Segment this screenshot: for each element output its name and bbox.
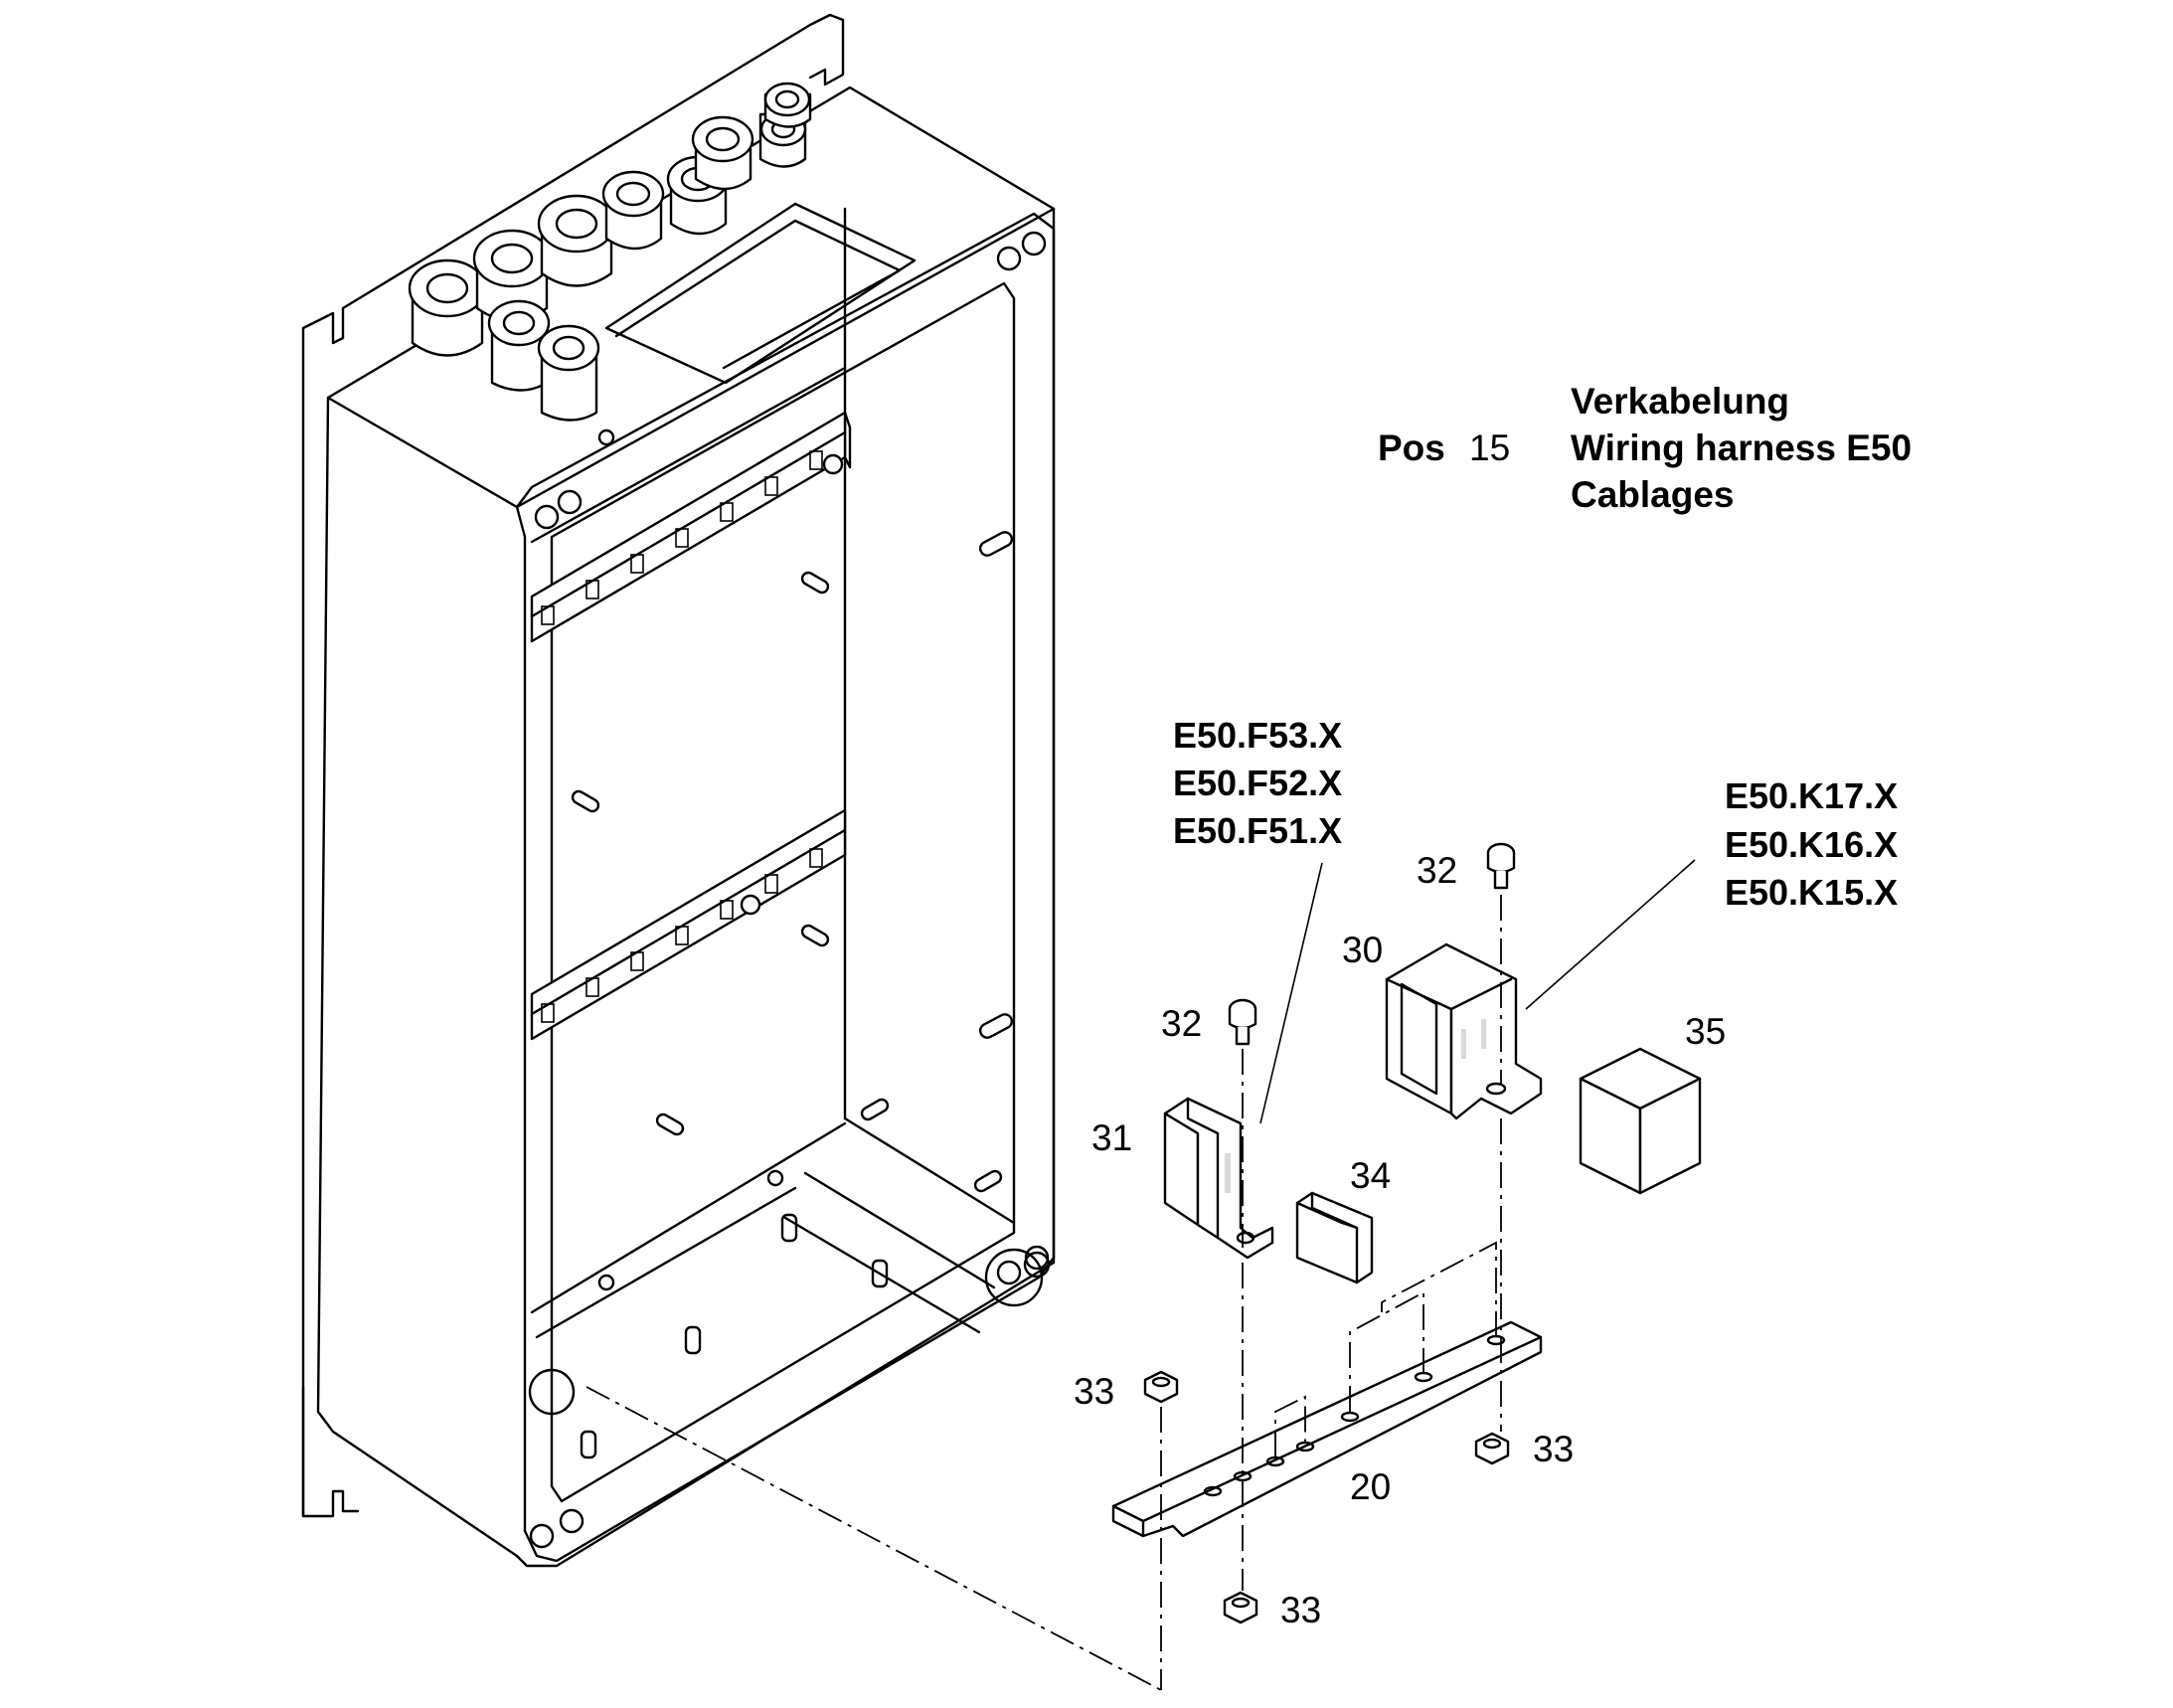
fuse-label-f52: E50.F52.X	[1173, 763, 1342, 803]
callout-32-right: 32	[1417, 850, 1457, 891]
enclosure-housing	[301, 13, 1056, 1568]
relay-cube-35	[1579, 1047, 1702, 1195]
callout-33-right: 33	[1533, 1429, 1574, 1469]
relay-label-k15: E50.K15.X	[1725, 872, 1898, 913]
callout-33-left: 33	[1074, 1371, 1114, 1412]
callout-30: 30	[1342, 930, 1383, 970]
fuse-holder-31	[1163, 1097, 1274, 1260]
pos-label: Pos	[1378, 427, 1445, 468]
callout-34: 34	[1350, 1155, 1391, 1196]
relay-label-k16: E50.K16.X	[1725, 824, 1898, 865]
pos-number: 15	[1469, 427, 1510, 468]
callout-32-left: 32	[1161, 1003, 1202, 1044]
screw-32-right	[1486, 842, 1516, 890]
relay-socket-30	[1385, 942, 1543, 1120]
fuse-label-f51: E50.F51.X	[1173, 810, 1342, 851]
nut-33-bottom	[1223, 1591, 1258, 1624]
nut-33-right	[1474, 1432, 1510, 1465]
title-german: Verkabelung	[1571, 381, 1789, 422]
relay-label-k17: E50.K17.X	[1725, 775, 1898, 816]
callout-31: 31	[1091, 1117, 1132, 1158]
callout-35: 35	[1685, 1011, 1726, 1052]
cable-glands	[408, 82, 812, 422]
assembly-centerlines	[585, 895, 1502, 1691]
fuse-insert-34	[1295, 1191, 1374, 1284]
mounting-bracket-20	[1111, 1320, 1543, 1538]
title-english: Wiring harness E50	[1571, 427, 1912, 468]
callout-20: 20	[1350, 1466, 1391, 1507]
callout-33-bottom: 33	[1280, 1590, 1321, 1630]
screw-32-left	[1228, 998, 1257, 1046]
leader-lines	[1259, 859, 1696, 1124]
title-french: Cablages	[1571, 474, 1735, 515]
nut-33-left	[1143, 1370, 1179, 1404]
fuse-label-f53: E50.F53.X	[1173, 715, 1342, 756]
